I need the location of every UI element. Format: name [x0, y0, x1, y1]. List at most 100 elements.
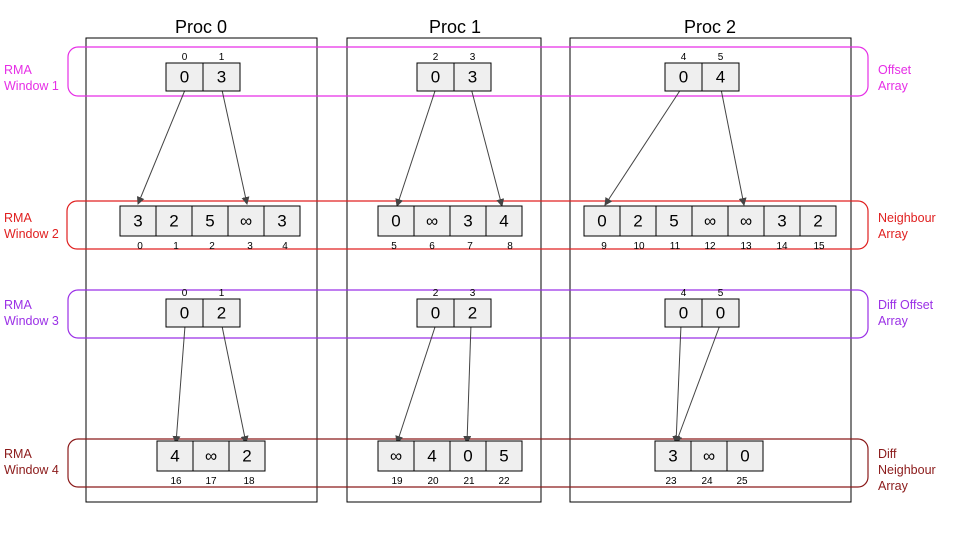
- neighbour-cell-value: 2: [813, 212, 822, 231]
- rma-window-2-label-line1: RMA: [4, 211, 32, 225]
- diff-neighbour-cell-value: 3: [668, 447, 677, 466]
- neighbour-cell-box: [583, 205, 621, 237]
- diff-offset-cell-index: 5: [718, 288, 724, 299]
- diff-neighbour-cell-value: 4: [427, 447, 436, 466]
- neighbour-cell-box: [691, 205, 729, 237]
- diff-offset-cell-value: 0: [180, 304, 189, 323]
- arrow-proc2-diffoffset0: [672, 324, 682, 444]
- offset-cell-value: 3: [468, 68, 477, 87]
- neighbour-cell-box: [377, 205, 415, 237]
- diff-neighbour-array-label-line3: Array: [878, 479, 909, 493]
- neighbour-cell-value: ∞: [740, 212, 752, 231]
- diff-offset-cell-box: [664, 298, 703, 328]
- neighbour-cell-index: 11: [670, 241, 681, 252]
- diff-offset-cell-index: 3: [470, 288, 476, 299]
- diff-offset-cell-box: [165, 298, 204, 328]
- offset-array-label-line2: Array: [878, 79, 909, 93]
- diff-offset-array-label-line1: Diff Offset: [878, 298, 934, 312]
- neighbour-cell-value: 5: [669, 212, 678, 231]
- neighbour-cell-index: 15: [813, 241, 825, 252]
- diff-offset-cell-index: 0: [182, 288, 188, 299]
- diff-offset-cell-value: 2: [468, 304, 477, 323]
- diff-neighbour-cell-index: 25: [736, 476, 748, 487]
- offset-cell-box: [453, 62, 492, 92]
- proc-0-title: Proc 0: [175, 17, 227, 37]
- neighbour-cell-index: 0: [137, 241, 143, 252]
- diff-neighbour-cell-value: 5: [499, 447, 508, 466]
- neighbour-cell-box: [619, 205, 657, 237]
- diff-neighbour-cell-value: 2: [242, 447, 251, 466]
- arrow-proc1-offset1: [470, 87, 505, 207]
- arrow-proc0-offset1: [221, 89, 250, 205]
- proc-1-title: Proc 1: [429, 17, 481, 37]
- offset-cell-index: 1: [219, 52, 225, 63]
- diff-neighbour-cell-box: [228, 440, 266, 472]
- diff-neighbour-cell-value: 4: [170, 447, 179, 466]
- diff-offset-cell-box: [202, 298, 241, 328]
- neighbour-cell-box: [155, 205, 193, 237]
- diff-neighbour-cell-box: [485, 440, 523, 472]
- diff-neighbour-cell-value: ∞: [703, 447, 715, 466]
- neighbour-cell-value: 5: [205, 212, 214, 231]
- diff-offset-cell-index: 1: [219, 288, 225, 299]
- neighbour-cell-value: 3: [463, 212, 472, 231]
- offset-cell-index: 3: [470, 52, 476, 63]
- rma-window-4-label-line2: Window 4: [4, 463, 59, 477]
- neighbour-cell-index: 7: [467, 241, 473, 252]
- diff-neighbour-cell-box: [654, 440, 692, 472]
- neighbour-cell-box: [449, 205, 487, 237]
- rma-window-1-outline: [67, 46, 869, 97]
- diff-neighbour-cell-index: 21: [463, 476, 475, 487]
- offset-cell-value: 3: [217, 68, 226, 87]
- diff-neighbour-array-label-line2: Neighbour: [878, 463, 936, 477]
- array-cells: 003102330445302152∞33405∞6374809210511∞1…: [119, 52, 837, 487]
- diff-neighbour-cell-box: [449, 440, 487, 472]
- neighbour-cell-index: 6: [429, 241, 435, 252]
- diff-offset-cell-box: [416, 298, 455, 328]
- arrow-proc0-offset0: [136, 89, 186, 205]
- neighbour-cell-value: ∞: [704, 212, 716, 231]
- neighbour-cell-index: 13: [740, 241, 752, 252]
- neighbour-cell-value: 3: [777, 212, 786, 231]
- offset-cell-box: [701, 62, 740, 92]
- neighbour-cell-box: [485, 205, 523, 237]
- neighbour-cell-index: 1: [173, 241, 179, 252]
- arrow-proc2-diffoffset1: [674, 324, 721, 444]
- neighbour-cell-box: [413, 205, 451, 237]
- diff-neighbour-cell-value: 0: [463, 447, 472, 466]
- neighbour-cell-value: ∞: [426, 212, 438, 231]
- rma-window-2-outline: [66, 200, 869, 250]
- offset-array-label-line1: Offset: [878, 63, 912, 77]
- neighbour-cell-index: 5: [391, 241, 397, 252]
- neighbour-cell-box: [191, 205, 229, 237]
- neighbour-array-label-line1: Neighbour: [878, 211, 936, 225]
- arrow-proc1-diffoffset0: [395, 323, 437, 444]
- diff-neighbour-array-label-line1: Diff: [878, 447, 897, 461]
- diff-neighbour-cell-index: 24: [701, 476, 713, 487]
- neighbour-cell-index: 8: [507, 241, 513, 252]
- diff-offset-cell-box: [701, 298, 740, 328]
- neighbour-cell-box: [655, 205, 693, 237]
- diff-neighbour-cell-box: [726, 440, 764, 472]
- neighbour-cell-value: 2: [169, 212, 178, 231]
- neighbour-array-label-line2: Array: [878, 227, 909, 241]
- neighbour-cell-index: 3: [247, 241, 253, 252]
- arrow-proc2-offset0: [604, 88, 682, 206]
- proc-2-title: Proc 2: [684, 17, 736, 37]
- arrow-proc1-diffoffset1: [463, 323, 472, 444]
- offset-cell-index: 4: [681, 52, 687, 63]
- rma-window-4-label-line1: RMA: [4, 447, 32, 461]
- rma-window-3-label-line2: Window 3: [4, 314, 59, 328]
- neighbour-cell-index: 4: [282, 241, 288, 252]
- neighbour-cell-index: 12: [704, 241, 716, 252]
- neighbour-cell-index: 10: [633, 241, 645, 252]
- neighbour-cell-index: 2: [209, 241, 215, 252]
- neighbour-cell-value: ∞: [240, 212, 252, 231]
- diff-neighbour-cell-value: 0: [740, 447, 749, 466]
- diff-neighbour-cell-index: 23: [665, 476, 677, 487]
- diff-offset-cell-value: 0: [716, 304, 725, 323]
- arrow-proc2-offset1: [720, 88, 747, 206]
- offset-cell-value: 0: [431, 68, 440, 87]
- neighbour-cell-value: 3: [133, 212, 142, 231]
